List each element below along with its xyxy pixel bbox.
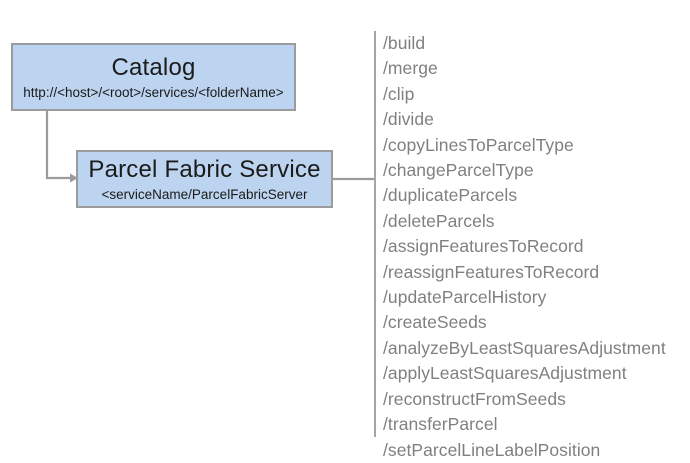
connector-catalog-to-parcel-fabric	[45, 111, 78, 183]
operation-item[interactable]: /reconstructFromSeeds	[383, 388, 566, 409]
node-catalog-subtitle: http://<host>/<root>/services/<folderNam…	[23, 85, 284, 100]
operation-item[interactable]: /duplicateParcels	[383, 185, 518, 206]
operation-item[interactable]: /setParcelLineLabelPosition	[383, 439, 601, 460]
diagram-canvas: Catalog http://<host>/<root>/services/<f…	[11, 31, 666, 460]
node-catalog[interactable]: Catalog http://<host>/<root>/services/<f…	[11, 43, 296, 111]
operation-item[interactable]: /build	[383, 33, 426, 53]
operations-panel: /build/merge/clip/divide/copyLinesToParc…	[374, 31, 666, 460]
operation-item[interactable]: /analyzeByLeastSquaresAdjustment	[383, 337, 666, 358]
operation-item[interactable]: /copyLinesToParcelType	[383, 134, 574, 155]
operations-list: /build/merge/clip/divide/copyLinesToParc…	[383, 31, 666, 463]
operation-item[interactable]: /createSeeds	[383, 312, 487, 333]
node-parcel-fabric-service-title: Parcel Fabric Service	[88, 156, 321, 183]
operation-item[interactable]: /updateParcelHistory	[383, 287, 547, 308]
operation-item[interactable]: /clip	[383, 83, 415, 104]
operation-item[interactable]: /reassignFeaturesToRecord	[383, 261, 600, 282]
operation-item[interactable]: /applyLeastSquaresAdjustment	[383, 363, 627, 384]
operation-item[interactable]: /deleteParcels	[383, 210, 495, 231]
node-parcel-fabric-service-subtitle: <serviceName/ParcelFabricServer	[101, 187, 308, 202]
operation-item[interactable]: /changeParcelType	[383, 160, 534, 181]
operation-item[interactable]: /divide	[383, 109, 434, 130]
operation-item[interactable]: /merge	[383, 58, 438, 79]
node-parcel-fabric-service[interactable]: Parcel Fabric Service <serviceName/Parce…	[76, 150, 333, 208]
node-catalog-title: Catalog	[111, 54, 196, 81]
operation-item[interactable]: /transferParcel	[383, 414, 498, 435]
operation-item[interactable]: /assignFeaturesToRecord	[383, 236, 584, 257]
